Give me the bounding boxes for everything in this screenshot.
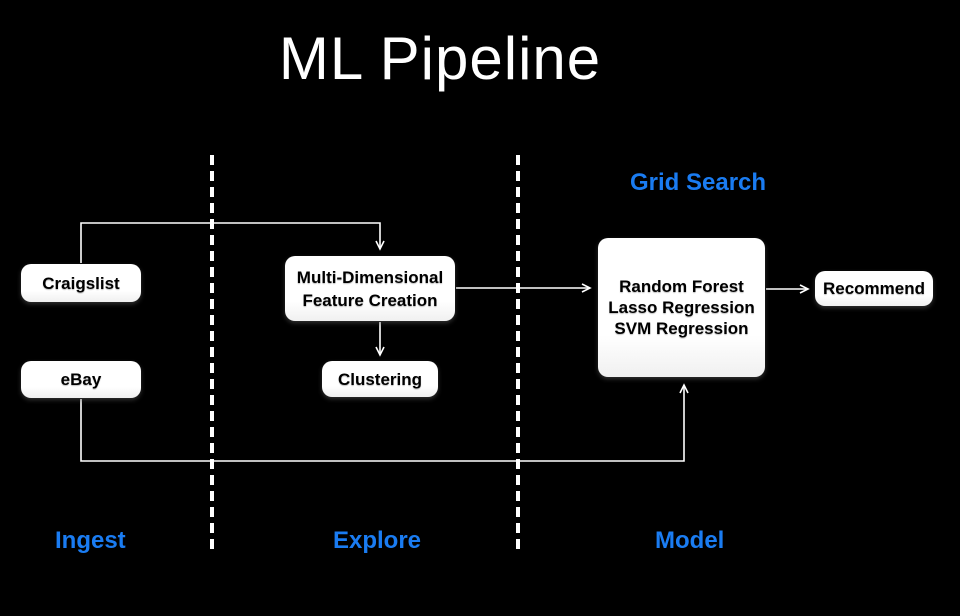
stage-label-ingest: Ingest: [55, 527, 126, 554]
node-models: Random Forest Lasso Regression SVM Regre…: [598, 238, 765, 377]
node-models-line2: Lasso Regression: [608, 298, 755, 317]
node-feature-creation: Multi-Dimensional Feature Creation: [285, 256, 455, 321]
stage-label-explore: Explore: [333, 527, 422, 554]
node-ebay-label: eBay: [60, 370, 102, 389]
node-clustering: Clustering: [322, 361, 438, 397]
stage-divider-explore-model: [516, 155, 520, 551]
node-craigslist-label: Craigslist: [42, 273, 120, 293]
grid-search-label: Grid Search: [630, 169, 767, 196]
page-title: ML Pipeline: [278, 25, 602, 92]
node-models-line1: Random Forest: [619, 277, 744, 296]
node-recommend-label: Recommend: [822, 279, 926, 298]
node-recommend: Recommend: [815, 271, 933, 306]
node-clustering-label: Clustering: [337, 369, 423, 389]
node-ebay: eBay: [21, 361, 141, 398]
stage-divider-ingest-explore: [210, 155, 214, 551]
node-feature-creation-line2: Feature Creation: [302, 290, 438, 310]
node-models-line3: SVM Regression: [614, 319, 749, 338]
stage-label-model: Model: [655, 527, 725, 554]
node-craigslist: Craigslist: [21, 264, 141, 302]
node-feature-creation-line1: Multi-Dimensional: [296, 267, 444, 287]
